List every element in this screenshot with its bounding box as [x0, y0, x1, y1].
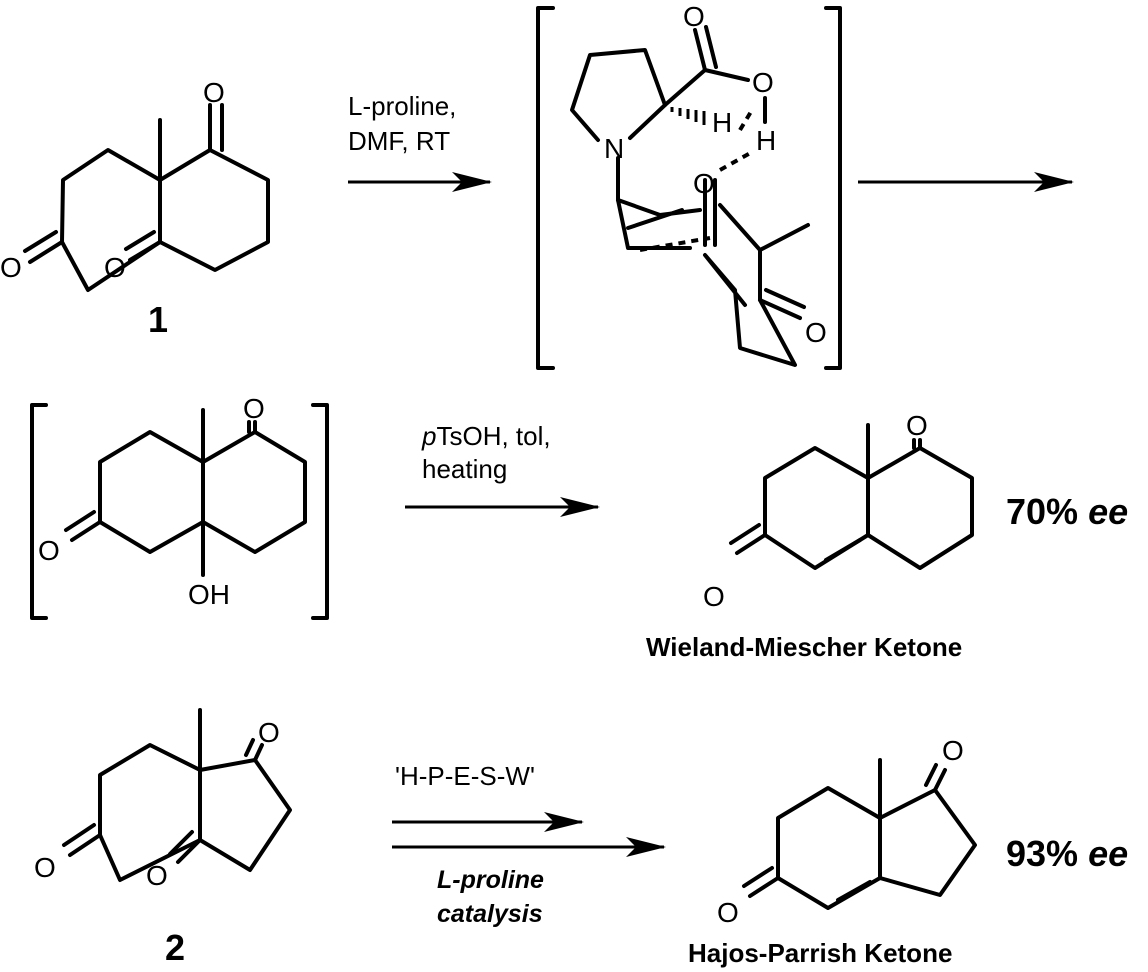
oxygen-atom-label: O: [38, 535, 60, 566]
alkene-double-bond: [836, 880, 872, 902]
chain-bond: [616, 198, 702, 217]
oxygen-atom-label: O: [146, 860, 168, 891]
left-bracket: [30, 403, 48, 620]
oxygen-atom-label: O: [104, 252, 126, 283]
hydroxyl-bond: [703, 68, 750, 82]
pyrrolidine-ring: [570, 48, 667, 142]
compound-2-structure: O O O 2: [34, 708, 292, 968]
carbonyl-double-bond: [124, 230, 156, 251]
reagents-label: 'H-P-E-S-W': [395, 761, 535, 791]
carboxyl-bond: [663, 68, 707, 107]
hydrogen-atom-label: H: [756, 125, 776, 156]
carbonyl-double-bond: [742, 866, 774, 888]
carbonyl-double-bond: [244, 738, 255, 757]
left-ring: [98, 430, 205, 554]
oxygen-atom-label: O: [752, 67, 774, 98]
oxygen-atom-label: O: [0, 252, 22, 283]
carbonyl-bond: [253, 743, 264, 762]
aldol-intermediate-structure: O O OH: [30, 393, 329, 620]
compound-1-label: 1: [148, 299, 168, 340]
wieland-miescher-ketone-structure: O O: [703, 410, 974, 612]
left-bracket: [536, 6, 555, 370]
ee-value: 93%: [1006, 833, 1078, 874]
transition-state-structure: O O H H N O O: [536, 1, 842, 370]
right-bracket: [311, 403, 329, 620]
oxygen-atom-label: O: [942, 735, 964, 766]
product-name: Wieland-Miescher Ketone: [646, 632, 962, 662]
carbonyl-double-bond: [704, 25, 718, 69]
oxygen-atom-label: O: [906, 410, 928, 441]
oxygen-atom-label: O: [693, 168, 715, 199]
nitrogen-atom-label: N: [604, 133, 624, 164]
right-ring: [201, 430, 307, 554]
carbonyl-bond: [748, 876, 780, 898]
side-chain-double-bond: [62, 823, 96, 847]
oxygen-atom-label: O: [243, 393, 265, 424]
hydrogen-bond: [719, 150, 753, 172]
reagent-name: TsOH, tol,: [436, 421, 550, 451]
hydrogen-atom-label: H: [712, 107, 732, 138]
side-chain-carbonyl-bond: [68, 833, 102, 857]
enantiomeric-excess: 93%ee: [1006, 833, 1128, 874]
reagents-line-2: DMF, RT: [348, 126, 450, 156]
ee-unit: ee: [1088, 833, 1128, 874]
carbonyl-bond: [693, 28, 707, 72]
methyl-bond: [758, 223, 810, 252]
right-ring: [866, 446, 974, 570]
cyclohexane-ring: [703, 203, 797, 367]
side-chain-double-bond: [23, 230, 58, 253]
carbonyl-bond: [735, 533, 767, 555]
carbonyl-double-bond: [729, 523, 761, 545]
carbonyl-bond: [128, 240, 162, 262]
product-name: Hajos-Parrish Ketone: [688, 938, 952, 968]
oxygen-atom-label: O: [717, 897, 739, 928]
oxygen-atom-label: O: [258, 717, 280, 748]
six-membered-ring: [776, 786, 882, 910]
catalysis-line-1: L-proline: [437, 866, 544, 894]
hashed-wedge-bond: [670, 107, 706, 125]
compound-2-skeleton: [98, 743, 292, 882]
oxygen-atom-label: O: [805, 317, 827, 348]
enantiomeric-excess: 70%ee: [1006, 491, 1128, 532]
carbonyl-double-bond: [924, 763, 938, 787]
oxygen-atom-label: O: [34, 852, 56, 883]
carbonyl-double-bond: [168, 830, 194, 856]
hydroxyl-label: OH: [188, 579, 230, 610]
reagents-line-1: pTsOH, tol,: [421, 421, 551, 451]
hajos-parrish-ketone-structure: O O: [717, 735, 977, 928]
carbonyl-bond: [933, 768, 947, 792]
alkene-double-bond: [824, 538, 862, 562]
carbonyl-bond: [70, 520, 102, 542]
ketone-bond: [758, 298, 802, 320]
reagents-line-2: heating: [422, 454, 507, 484]
carbonyl-double-bond: [64, 510, 96, 532]
catalysis-line-2: catalysis: [437, 900, 543, 928]
oxygen-atom-label: O: [683, 1, 705, 32]
side-chain-carbonyl-bond: [28, 240, 64, 264]
oxygen-atom-label: O: [703, 581, 725, 612]
reagent-prefix: p: [421, 421, 436, 451]
carbonyl-bond: [176, 838, 202, 864]
ketone-double-bond: [764, 288, 806, 309]
compound-2-label: 2: [165, 927, 185, 968]
compound-1-structure: O O O 1: [0, 77, 270, 340]
hydrogen-bond: [738, 108, 754, 132]
oxygen-atom-label: O: [203, 77, 225, 108]
left-ring: [763, 446, 870, 570]
ee-unit: ee: [1088, 491, 1128, 532]
five-membered-ring: [878, 788, 977, 897]
right-bracket: [824, 6, 842, 370]
enamine-bond: [616, 198, 692, 250]
reagents-line-1: L-proline,: [348, 91, 456, 121]
ee-value: 70%: [1006, 491, 1078, 532]
